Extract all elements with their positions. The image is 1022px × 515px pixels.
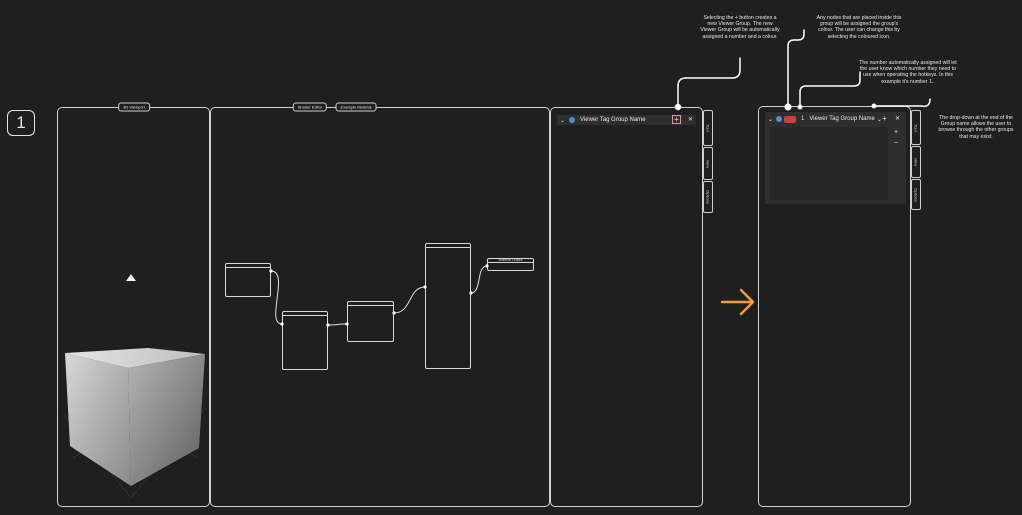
- cube-top-face: [65, 348, 205, 368]
- annotation-number: The number automatically assigned will l…: [859, 60, 957, 85]
- cube-left-face: [65, 353, 131, 486]
- viewer-group-icon[interactable]: [776, 116, 783, 122]
- group-name: Viewer Tag Group Name: [809, 116, 875, 122]
- node-shader[interactable]: [425, 243, 471, 369]
- node-mix-a[interactable]: [282, 311, 328, 370]
- viewer-group-icon[interactable]: [569, 117, 576, 123]
- step-number: 1: [16, 113, 26, 132]
- tab-view-left[interactable]: View: [703, 147, 713, 180]
- viewer-group-box: ⌄ 1 Viewer Tag Group Name ⌄ + ✕ + −: [765, 112, 906, 204]
- cube-illustration: [62, 274, 207, 499]
- sidebar-panel-left[interactable]: ⌄ Viewer Tag Group Name + ✕: [550, 107, 703, 507]
- shader-editor-panel[interactable]: Shader Editor Example Material: [210, 102, 550, 507]
- shader-editor-tag[interactable]: Shader Editor: [292, 102, 328, 112]
- dropdown-chevron-icon: ⌄: [876, 116, 882, 123]
- sidebar-panel-right[interactable]: ⌄ 1 Viewer Tag Group Name ⌄ + ✕ + −: [758, 106, 911, 507]
- group-number: 1: [801, 116, 805, 122]
- tab-view-right[interactable]: View: [911, 146, 921, 178]
- annotation-dropdown: The drop-down at the end of the Group na…: [938, 115, 1014, 140]
- node-mix-b[interactable]: [347, 301, 394, 342]
- tab-options-right[interactable]: Options: [911, 179, 921, 210]
- cube-right-face: [128, 354, 205, 486]
- list-remove-button[interactable]: −: [894, 140, 899, 147]
- group-name-dropdown[interactable]: Viewer Tag Group Name ⌄: [809, 116, 882, 123]
- tab-tool-right[interactable]: Tool: [911, 110, 921, 145]
- tab-options-left[interactable]: Options: [703, 181, 713, 213]
- group-node-list[interactable]: [770, 127, 888, 200]
- add-group-button[interactable]: +: [882, 114, 887, 123]
- viewport-area: [58, 108, 209, 506]
- annotation-add-button: Selecting the + button creates a new Vie…: [700, 15, 780, 40]
- group-color-swatch[interactable]: [784, 115, 797, 123]
- list-add-button[interactable]: +: [894, 129, 899, 136]
- origin-icon: [129, 396, 135, 402]
- chevron-down-icon[interactable]: ⌄: [768, 116, 774, 123]
- viewport-arrow-icon: [126, 274, 136, 281]
- viewport-tag[interactable]: 3D Viewport: [118, 102, 150, 112]
- node-texture[interactable]: [225, 263, 271, 297]
- close-icon[interactable]: ✕: [895, 116, 901, 122]
- step-badge: 1: [7, 110, 35, 136]
- annotation-colour: Any nodes that are placed inside this gr…: [816, 15, 902, 40]
- node-output-label: Material Output: [498, 258, 523, 262]
- tab-tool-left[interactable]: Tool: [703, 110, 713, 146]
- chevron-down-icon[interactable]: ⌄: [560, 117, 566, 124]
- close-icon[interactable]: ✕: [688, 117, 694, 123]
- viewport-panel[interactable]: 3D Viewport: [57, 102, 210, 507]
- material-tag[interactable]: Example Material: [335, 102, 377, 112]
- viewer-group-name[interactable]: Viewer Tag Group Name: [580, 117, 646, 123]
- viewer-header-left[interactable]: ⌄ Viewer Tag Group Name + ✕: [557, 115, 696, 125]
- add-group-button[interactable]: +: [672, 115, 681, 124]
- viewer-header-right[interactable]: ⌄ 1 Viewer Tag Group Name ⌄ + ✕: [765, 114, 906, 124]
